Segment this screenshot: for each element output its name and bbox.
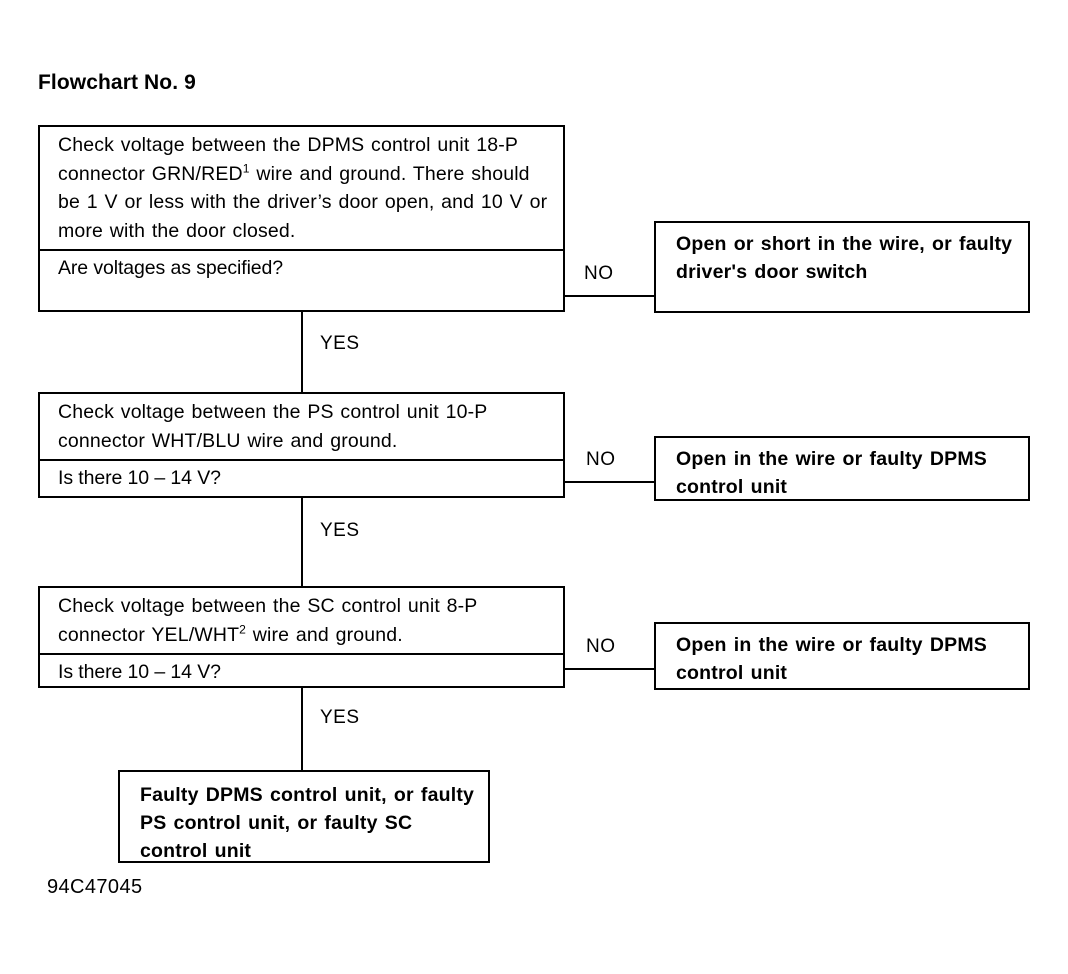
edge-label-no-3: NO bbox=[586, 636, 616, 657]
outcome-box-2: Open in the wire or faulty DPMS control … bbox=[654, 436, 1030, 501]
edge-label-no-1: NO bbox=[584, 263, 614, 284]
connector-no-2 bbox=[565, 481, 654, 483]
edge-label-no-2: NO bbox=[586, 449, 616, 470]
decision-1-question: Are voltages as specified? bbox=[40, 249, 563, 286]
edge-label-yes-1: YES bbox=[320, 333, 360, 354]
final-outcome-box: Faulty DPMS control unit, or faulty PS c… bbox=[118, 770, 490, 863]
connector-yes-1 bbox=[301, 312, 303, 392]
outcome-box-1: Open or short in the wire, or faulty dri… bbox=[654, 221, 1030, 313]
figure-caption: 94C47045 bbox=[47, 876, 143, 898]
edge-label-yes-3: YES bbox=[320, 707, 360, 728]
decision-box-3: Check voltage between the SC control uni… bbox=[38, 586, 565, 688]
connector-yes-2 bbox=[301, 498, 303, 586]
connector-no-3 bbox=[565, 668, 654, 670]
footnote-marker-1: 1 bbox=[242, 161, 250, 175]
decision-3-statement: Check voltage between the SC control uni… bbox=[58, 595, 478, 646]
decision-box-2: Check voltage between the PS control uni… bbox=[38, 392, 565, 498]
footnote-marker-2: 2 bbox=[239, 622, 247, 636]
page-title: Flowchart No. 9 bbox=[38, 71, 196, 94]
connector-yes-3 bbox=[301, 688, 303, 770]
decision-box-1: Check voltage between the DPMS control u… bbox=[38, 125, 565, 312]
decision-2-statement: Check voltage between the PS control uni… bbox=[58, 401, 488, 452]
outcome-box-3: Open in the wire or faulty DPMS control … bbox=[654, 622, 1030, 690]
decision-1-statement: Check voltage between the DPMS control u… bbox=[58, 134, 548, 242]
final-outcome-text: Faulty DPMS control unit, or faulty PS c… bbox=[140, 784, 475, 862]
outcome-1-text: Open or short in the wire, or faulty dri… bbox=[676, 233, 1013, 283]
connector-no-1 bbox=[565, 295, 654, 297]
decision-2-question: Is there 10 – 14 V? bbox=[40, 459, 563, 496]
edge-label-yes-2: YES bbox=[320, 520, 360, 541]
decision-3-question: Is there 10 – 14 V? bbox=[40, 653, 563, 690]
outcome-2-text: Open in the wire or faulty DPMS control … bbox=[676, 448, 987, 498]
outcome-3-text: Open in the wire or faulty DPMS control … bbox=[676, 634, 987, 684]
